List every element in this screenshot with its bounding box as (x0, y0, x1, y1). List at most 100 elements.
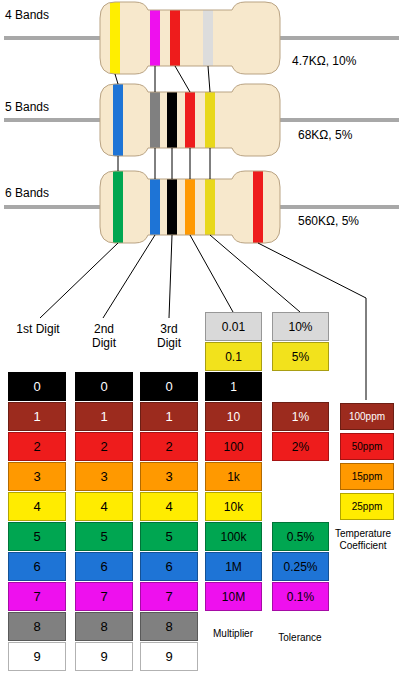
digit-cell: 9 (140, 642, 198, 671)
digit-cell: 1 (140, 402, 198, 431)
resistor-value: 560KΩ, 5% (298, 214, 359, 228)
digit-cell: 9 (75, 642, 133, 671)
digit-cell: 4 (140, 492, 198, 521)
multiplier-cell: 10 (205, 402, 262, 431)
cell-value: 5 (100, 529, 107, 544)
column-header: 2nd Digit (82, 322, 126, 351)
digit-cell: 7 (140, 582, 198, 611)
digit-cell: 0 (75, 372, 133, 401)
cell-value: 2 (165, 439, 172, 454)
digit-cell: 2 (75, 432, 133, 461)
resistor-type: 6 Bands (5, 186, 49, 200)
cell-value: 5% (292, 350, 309, 364)
multiplier-cell: 100k (205, 522, 262, 551)
cell-value: 9 (33, 649, 40, 664)
cell-value: 0 (100, 379, 107, 394)
cell-value: 25ppm (352, 501, 383, 512)
cell-value: 2 (33, 439, 40, 454)
digit-cell: 9 (8, 642, 66, 671)
cell-value: 1 (230, 380, 237, 394)
column-header: 3rd Digit (147, 322, 191, 351)
cell-value: 8 (33, 619, 40, 634)
cell-value: 1k (227, 470, 240, 484)
cell-value: 3 (33, 469, 40, 484)
multiplier-cell: 0.1 (205, 342, 262, 371)
cell-value: 7 (33, 589, 40, 604)
cell-value: 0 (33, 379, 40, 394)
cell-value: 6 (33, 559, 40, 574)
cell-value: 4 (165, 499, 172, 514)
temperature-cell: 100ppm (340, 403, 394, 430)
digit-cell: 1 (8, 402, 66, 431)
tolerance-cell: 0.1% (272, 582, 329, 611)
digit-cell: 4 (8, 492, 66, 521)
digit-cell: 5 (75, 522, 133, 551)
digit-cell: 4 (75, 492, 133, 521)
column-header: Tolerance (278, 632, 321, 644)
multiplier-cell: 10k (205, 492, 262, 521)
cell-value: 0 (165, 379, 172, 394)
cell-value: 2% (292, 440, 309, 454)
digit-cell: 7 (75, 582, 133, 611)
tolerance-cell: 5% (272, 342, 329, 371)
tolerance-cell: 0.5% (272, 522, 329, 551)
resistor-type: 4 Bands (5, 8, 49, 22)
cell-value: 0.1% (287, 590, 314, 604)
cell-value: 8 (100, 619, 107, 634)
cell-value: 9 (165, 649, 172, 664)
digit-cell: 8 (8, 612, 66, 641)
multiplier-cell: 1 (205, 372, 262, 401)
digit-cell: 8 (140, 612, 198, 641)
cell-value: 50ppm (352, 441, 383, 452)
tolerance-cell: 10% (272, 312, 329, 341)
digit-cell: 0 (8, 372, 66, 401)
column-header: 1st Digit (16, 322, 60, 336)
cell-value: 1 (100, 409, 107, 424)
digit-cell: 3 (140, 462, 198, 491)
cell-value: 15ppm (352, 471, 383, 482)
resistor-type: 5 Bands (5, 100, 49, 114)
digit-cell: 3 (75, 462, 133, 491)
cell-value: 8 (165, 619, 172, 634)
column-header: Multiplier (213, 628, 253, 640)
multiplier-cell: 1k (205, 462, 262, 491)
cell-value: 5 (165, 529, 172, 544)
digit-cell: 3 (8, 462, 66, 491)
cell-value: 1M (225, 560, 242, 574)
tolerance-cell: 0.25% (272, 552, 329, 581)
digit-cell: 7 (8, 582, 66, 611)
cell-value: 6 (165, 559, 172, 574)
cell-value: 2 (100, 439, 107, 454)
temperature-cell: 25ppm (340, 493, 394, 520)
leader-line (40, 66, 366, 400)
resistor-value: 4.7KΩ, 10% (292, 54, 356, 68)
cell-value: 5 (33, 529, 40, 544)
resistor-value: 68KΩ, 5% (298, 128, 352, 142)
digit-cell: 1 (75, 402, 133, 431)
resistor-body (100, 0, 280, 80)
cell-value: 1% (292, 410, 309, 424)
multiplier-cell: 10M (205, 582, 262, 611)
digit-cell: 0 (140, 372, 198, 401)
cell-value: 0.5% (287, 530, 314, 544)
column-header: Temperature Coefficient (326, 528, 400, 552)
digit-cell: 2 (8, 432, 66, 461)
cell-value: 100k (220, 530, 246, 544)
cell-value: 1 (33, 409, 40, 424)
cell-value: 3 (100, 469, 107, 484)
tolerance-cell: 2% (272, 432, 329, 461)
digit-cell: 2 (140, 432, 198, 461)
cell-value: 7 (100, 589, 107, 604)
cell-value: 0.01 (222, 320, 245, 334)
cell-value: 10M (222, 590, 245, 604)
digit-cell: 6 (75, 552, 133, 581)
digit-cell: 6 (8, 552, 66, 581)
cell-value: 10 (227, 410, 240, 424)
cell-value: 10k (224, 500, 243, 514)
cell-value: 4 (33, 499, 40, 514)
digit-cell: 5 (140, 522, 198, 551)
digit-cell: 6 (140, 552, 198, 581)
cell-value: 1 (165, 409, 172, 424)
digit-cell: 8 (75, 612, 133, 641)
cell-value: 3 (165, 469, 172, 484)
